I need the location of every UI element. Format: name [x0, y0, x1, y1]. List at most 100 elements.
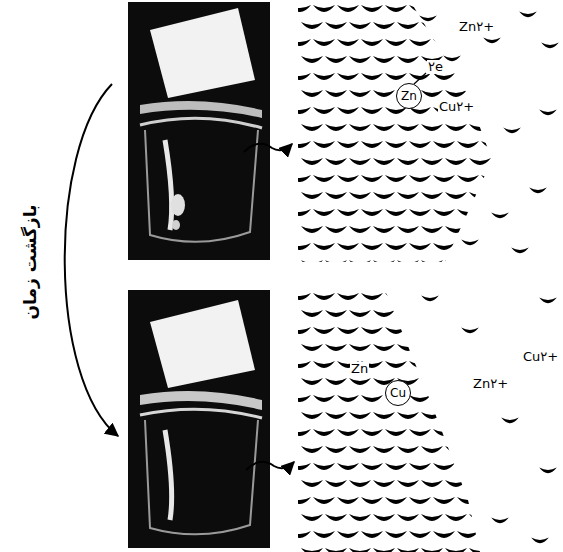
particle — [313, 73, 335, 80]
particle — [301, 124, 323, 131]
particle — [457, 395, 479, 402]
particle — [443, 56, 461, 62]
particle — [445, 378, 467, 385]
particle — [409, 463, 431, 470]
particle — [325, 548, 347, 552]
particle — [325, 22, 347, 29]
ions — [419, 12, 559, 544]
particle — [421, 90, 443, 97]
particle — [539, 298, 557, 304]
particle — [337, 141, 359, 148]
particle — [491, 518, 509, 524]
particle — [289, 107, 311, 114]
particle — [419, 16, 437, 22]
particle — [481, 5, 503, 12]
particle — [373, 56, 395, 63]
particle — [511, 248, 529, 254]
particle — [337, 293, 359, 300]
particle — [373, 548, 395, 552]
particle — [385, 175, 407, 182]
particle — [445, 548, 467, 552]
particle — [397, 22, 419, 29]
particle — [397, 548, 419, 552]
particle — [445, 412, 467, 419]
particle — [385, 243, 407, 250]
particle — [469, 514, 491, 521]
particle — [349, 446, 371, 453]
particle — [469, 344, 491, 351]
particle — [313, 141, 335, 148]
particle — [361, 107, 383, 114]
particle — [445, 226, 467, 233]
particle — [325, 378, 347, 385]
particle — [433, 141, 455, 148]
particle — [349, 192, 371, 199]
particle — [361, 293, 383, 300]
particle — [397, 514, 419, 521]
particle — [457, 141, 479, 148]
particle — [313, 531, 335, 538]
particle — [349, 548, 371, 552]
particle — [493, 158, 515, 165]
particle — [361, 327, 383, 334]
particle — [289, 209, 311, 216]
particle — [385, 531, 407, 538]
particle — [361, 175, 383, 182]
atom-circle: Zn — [396, 83, 422, 109]
ion-label: Cu۲+ — [438, 100, 475, 114]
particle — [397, 56, 419, 63]
particle — [361, 141, 383, 148]
particle — [313, 293, 335, 300]
particle — [397, 226, 419, 233]
particle — [493, 124, 515, 131]
particle — [289, 531, 311, 538]
particle — [313, 497, 335, 504]
particle — [457, 175, 479, 182]
particle — [373, 514, 395, 521]
time-arrow — [65, 84, 118, 436]
particle — [481, 243, 503, 250]
particle — [457, 39, 479, 46]
particle — [325, 412, 347, 419]
particle — [433, 5, 455, 12]
particle — [503, 128, 521, 134]
atom-symbol: Cu — [390, 387, 406, 399]
particle — [361, 531, 383, 538]
particle — [493, 260, 515, 267]
particle — [361, 395, 383, 402]
particle — [325, 446, 347, 453]
particle — [457, 327, 479, 334]
particle — [373, 90, 395, 97]
particle — [301, 514, 323, 521]
particle — [397, 158, 419, 165]
particle — [397, 260, 419, 267]
particle — [409, 395, 431, 402]
particle — [337, 39, 359, 46]
ion-label: Cu۲+ — [522, 350, 559, 364]
particle — [409, 243, 431, 250]
particle — [445, 90, 467, 97]
particle — [445, 260, 467, 267]
particle — [373, 446, 395, 453]
particle — [421, 158, 443, 165]
particle — [313, 327, 335, 334]
particle — [325, 514, 347, 521]
particle — [313, 209, 335, 216]
particle — [385, 39, 407, 46]
particle — [301, 226, 323, 233]
particle — [469, 260, 491, 267]
particle — [493, 480, 515, 487]
particle — [337, 327, 359, 334]
zoom-arrow — [244, 144, 292, 152]
particle — [289, 73, 311, 80]
particle — [421, 548, 443, 552]
particle — [481, 531, 503, 538]
particle — [373, 124, 395, 131]
particle — [325, 344, 347, 351]
vertical-title: بازگشت زمان — [20, 205, 40, 320]
particle — [397, 192, 419, 199]
particle — [493, 310, 515, 317]
particle — [433, 395, 455, 402]
particle — [493, 192, 515, 199]
particle — [469, 192, 491, 199]
